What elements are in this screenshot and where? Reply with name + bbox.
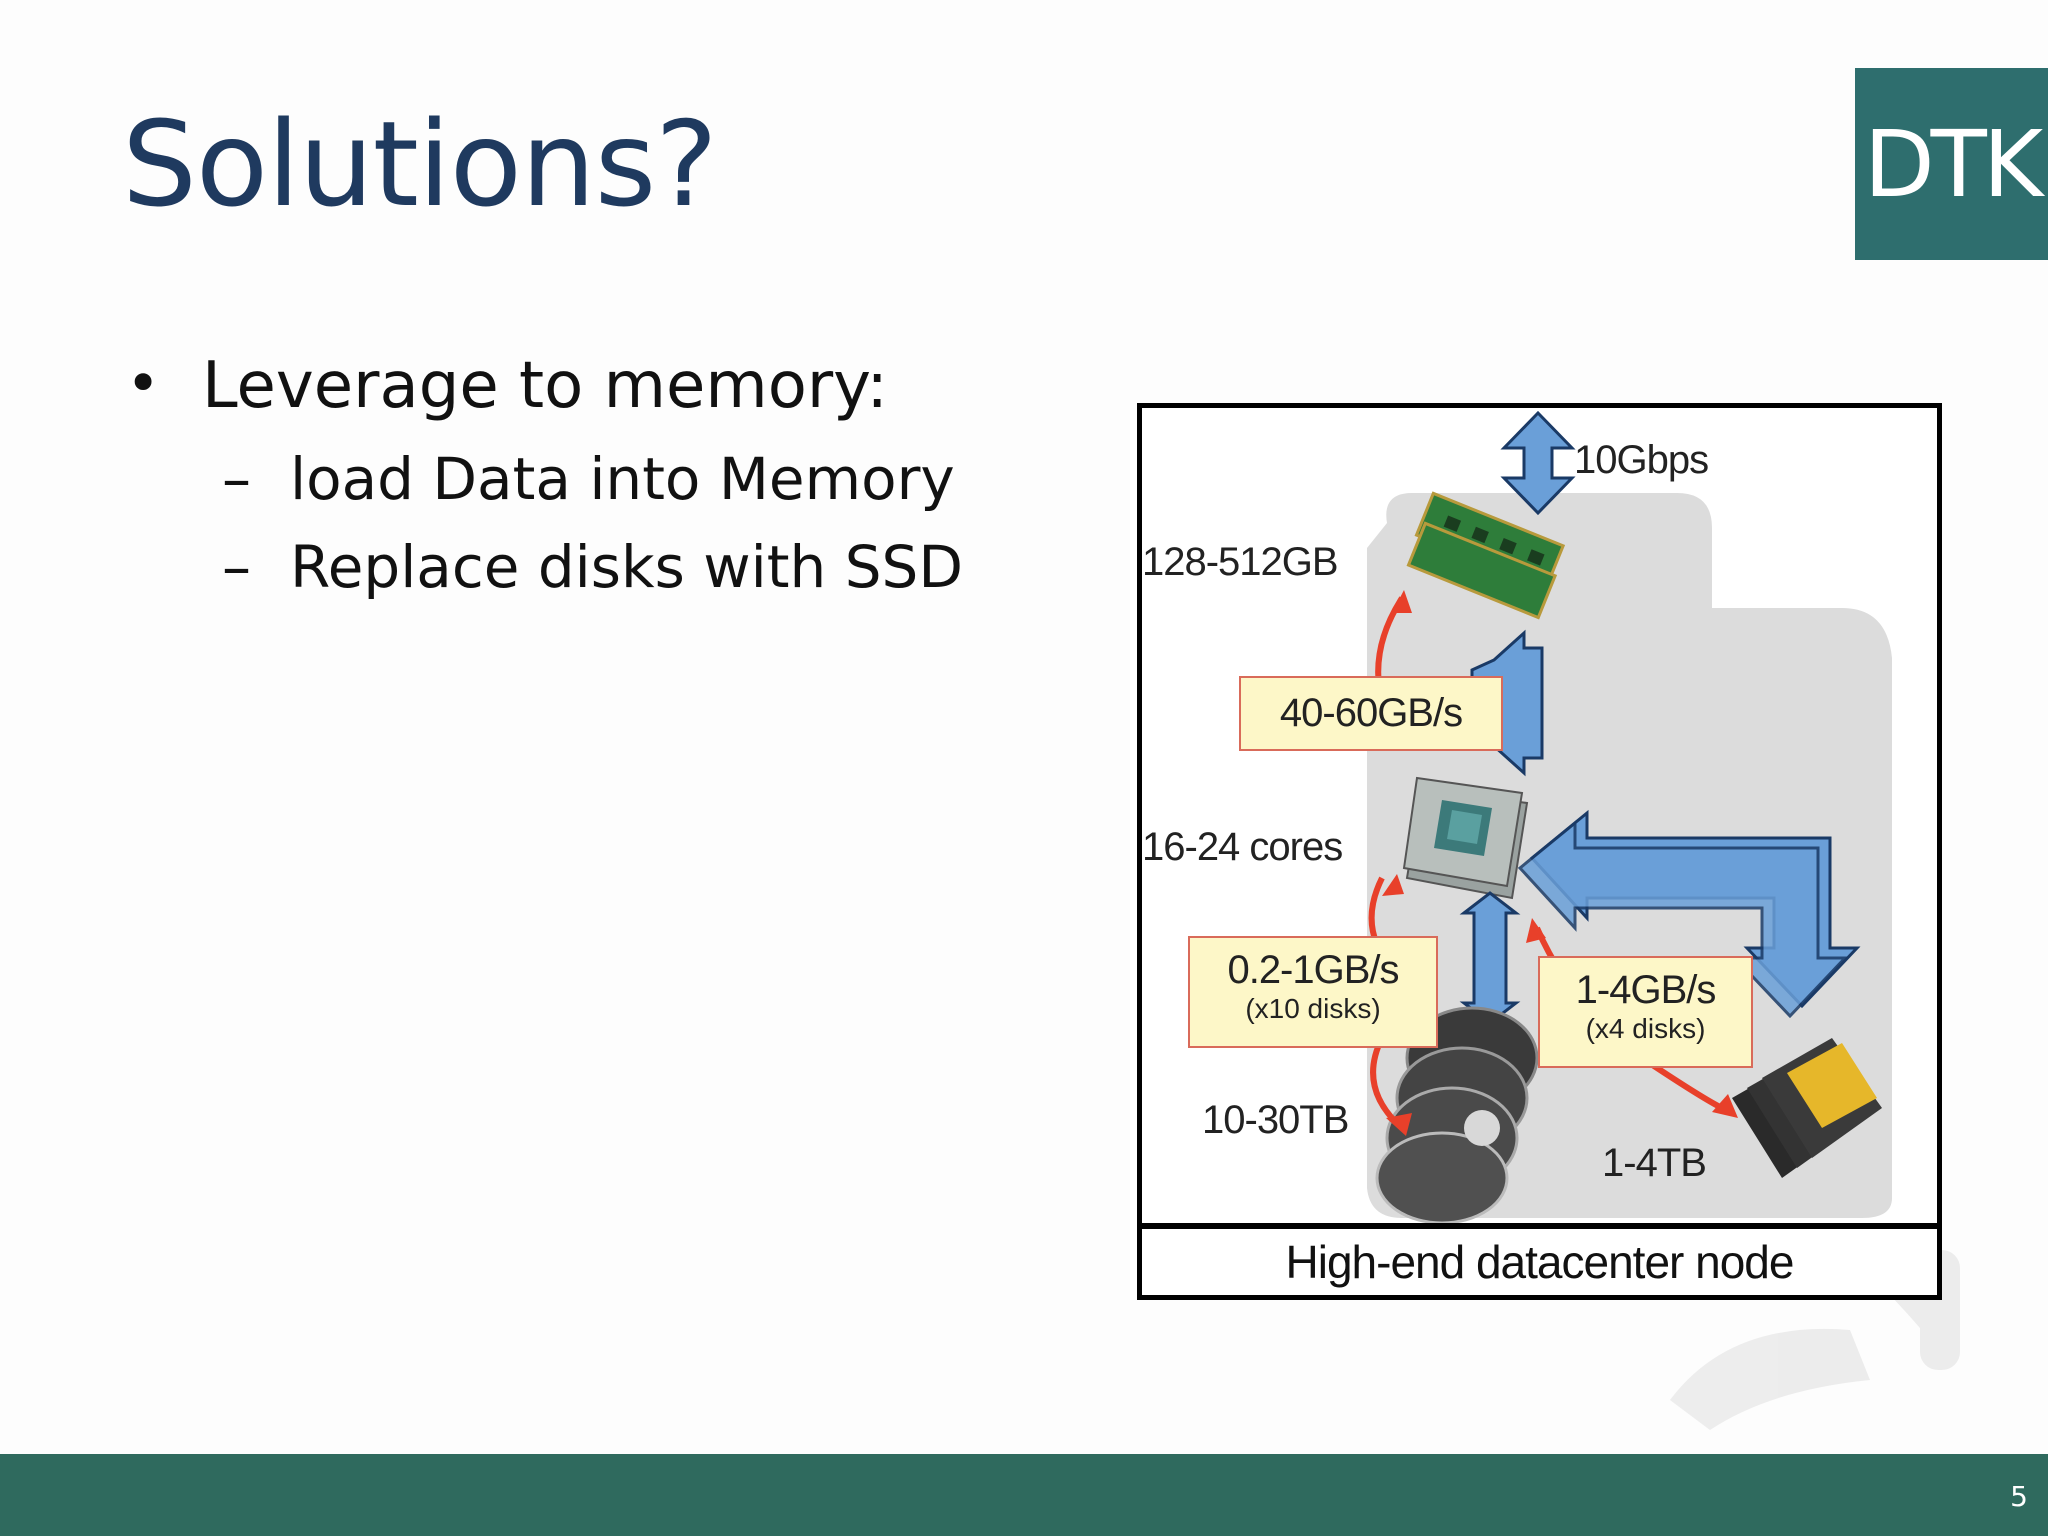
ssd-size-label: 1-4TB bbox=[1602, 1141, 1707, 1185]
figure-caption-box: High-end datacenter node bbox=[1142, 1223, 1937, 1295]
datacenter-node-diagram: 10Gbps 128-512GB 40-60GB/s 16-24 cores 0… bbox=[1137, 403, 1942, 1300]
memory-size-label: 128-512GB bbox=[1142, 540, 1339, 584]
network-speed-label: 10Gbps bbox=[1574, 438, 1709, 482]
dtk-logo: DTK bbox=[1855, 68, 2048, 260]
ssd-count-label: (x4 disks) bbox=[1585, 1013, 1706, 1044]
dash-icon: – bbox=[222, 444, 251, 513]
cores-label: 16-24 cores bbox=[1142, 825, 1343, 869]
diagram-graphics bbox=[1367, 410, 1892, 1225]
cpu-ssd-arrow-icon bbox=[1517, 809, 1861, 1019]
cpu-disk-arrow-icon bbox=[1459, 891, 1521, 1025]
bullet-item: • Leverage to memory: bbox=[122, 349, 963, 424]
bullet-list: • Leverage to memory: – load Data into M… bbox=[122, 349, 963, 601]
memory-bandwidth-box: 40-60GB/s bbox=[1239, 676, 1503, 751]
logo-text: DTK bbox=[1863, 110, 2043, 218]
page-number: 5 bbox=[2010, 1480, 2028, 1513]
sub-bullet-text: load Data into Memory bbox=[290, 444, 955, 513]
bullet-dot-icon: • bbox=[126, 349, 161, 417]
slide-title: Solutions? bbox=[122, 95, 718, 233]
cpu-chip-icon bbox=[1402, 776, 1529, 900]
ram-module-icon bbox=[1406, 491, 1566, 620]
disk-size-label: 10-30TB bbox=[1202, 1098, 1349, 1142]
ssd-bandwidth-label: 1-4GB/s bbox=[1575, 968, 1717, 1012]
sub-bullet-text: Replace disks with SSD bbox=[290, 533, 964, 602]
disk-bandwidth-box: 0.2-1GB/s (x10 disks) bbox=[1188, 936, 1438, 1048]
bullet-text: Leverage to memory: bbox=[202, 349, 888, 423]
network-arrow-icon bbox=[1500, 410, 1576, 516]
figure-caption: High-end datacenter node bbox=[1285, 1236, 1795, 1288]
sub-bullet-item: – load Data into Memory bbox=[122, 444, 963, 513]
dash-icon: – bbox=[222, 533, 251, 602]
ssd-stack-icon bbox=[1732, 1038, 1882, 1178]
disk-count-label: (x10 disks) bbox=[1245, 993, 1381, 1024]
ssd-bandwidth-box: 1-4GB/s (x4 disks) bbox=[1538, 956, 1753, 1068]
memory-bandwidth-label: 40-60GB/s bbox=[1279, 691, 1463, 735]
footer-bar bbox=[0, 1454, 2048, 1536]
hard-disk-icon bbox=[1375, 1006, 1539, 1225]
sub-bullet-item: – Replace disks with SSD bbox=[122, 534, 963, 601]
disk-bandwidth-label: 0.2-1GB/s bbox=[1227, 948, 1399, 992]
